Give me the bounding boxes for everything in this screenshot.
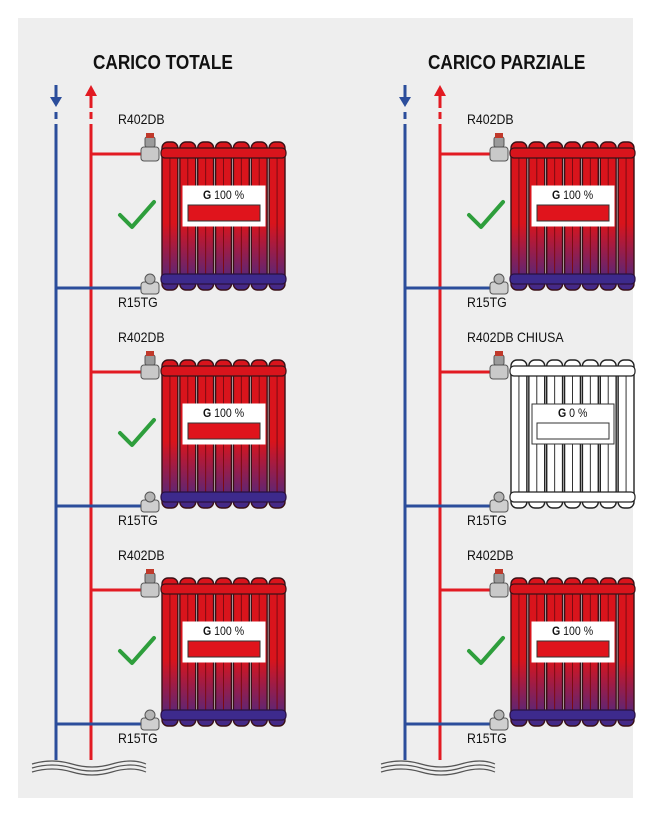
flow-symbol: G [552,624,561,638]
valve-bottom-label: R15TG [467,512,507,528]
flow-label: G 100 % [203,188,244,202]
valve-bottom-label: R15TG [118,512,158,528]
flow-symbol: G [558,406,567,420]
supply-arrow-icon [85,85,97,96]
lockshield-valve-icon [489,709,509,731]
thermostatic-valve-icon [489,569,509,598]
check-icon [118,636,156,665]
pipe-break-line [380,760,496,768]
lockshield-valve-icon [140,491,160,513]
pipe-break-line [31,768,147,776]
flow-value: 100 % [560,188,594,202]
lockshield-valve-icon [140,273,160,295]
pipe-break-line [31,764,147,772]
thermostatic-valve-icon [489,351,509,380]
flow-label: G 100 % [203,406,244,420]
pipe-break-line [380,764,496,772]
radiator-header [160,583,287,595]
return-arrow-icon [50,97,62,107]
check-icon [467,200,505,229]
flow-value: 100 % [211,624,245,638]
flow-label: G 100 % [203,624,244,638]
thermostatic-valve-icon [140,351,160,380]
radiator-footer [160,709,287,721]
lockshield-valve-icon [489,491,509,513]
panel-total [31,85,287,776]
valve-bottom-label: R15TG [467,294,507,310]
radiator-header [509,147,636,159]
valve-top-label: R402DB [467,111,514,127]
panel-partial [380,85,636,776]
valve-top-label: R402DB [118,111,165,127]
flow-bar-fill [187,204,261,222]
flow-bar-fill [187,422,261,440]
flow-label: G 0 % [558,406,587,420]
flow-label: G 100 % [552,624,593,638]
radiator-header [160,147,287,159]
flow-bar-fill [536,204,610,222]
check-icon [467,636,505,665]
panel-title-partial: CARICO PARZIALE [428,52,586,74]
flow-symbol: G [203,188,212,202]
flow-bar-fill [187,640,261,658]
radiator-footer [509,491,636,503]
flow-bar-track [536,422,610,440]
valve-top-label: R402DB [118,329,165,345]
lockshield-valve-icon [140,709,160,731]
pipe-break-line [380,768,496,776]
flow-symbol: G [203,406,212,420]
flow-value: 100 % [560,624,594,638]
radiator-header [509,365,636,377]
valve-top-label: R402DB [118,547,165,563]
radiator-footer [509,273,636,285]
flow-label: G 100 % [552,188,593,202]
radiator-footer [509,709,636,721]
pipe-break-line [31,760,147,768]
valve-bottom-label: R15TG [118,730,158,746]
flow-bar-fill [536,640,610,658]
lockshield-valve-icon [489,273,509,295]
flow-value: 100 % [211,188,245,202]
radiator-footer [160,491,287,503]
radiator-active [160,359,287,509]
check-icon [118,200,156,229]
thermostatic-valve-icon [489,133,509,162]
return-arrow-icon [399,97,411,107]
flow-value: 100 % [211,406,245,420]
radiator-active [160,141,287,291]
supply-arrow-icon [434,85,446,96]
check-icon [118,418,156,447]
flow-symbol: G [552,188,561,202]
valve-bottom-label: R15TG [118,294,158,310]
valve-top-label: R402DB [467,547,514,563]
radiator-header [509,583,636,595]
thermostatic-valve-icon [140,569,160,598]
valve-bottom-label: R15TG [467,730,507,746]
radiator-header [160,365,287,377]
valve-top-label: R402DB CHIUSA [467,329,564,345]
thermostatic-valve-icon [140,133,160,162]
panel-title-total: CARICO TOTALE [93,52,233,74]
flow-value: 0 % [566,406,588,420]
radiator-footer [160,273,287,285]
flow-symbol: G [203,624,212,638]
